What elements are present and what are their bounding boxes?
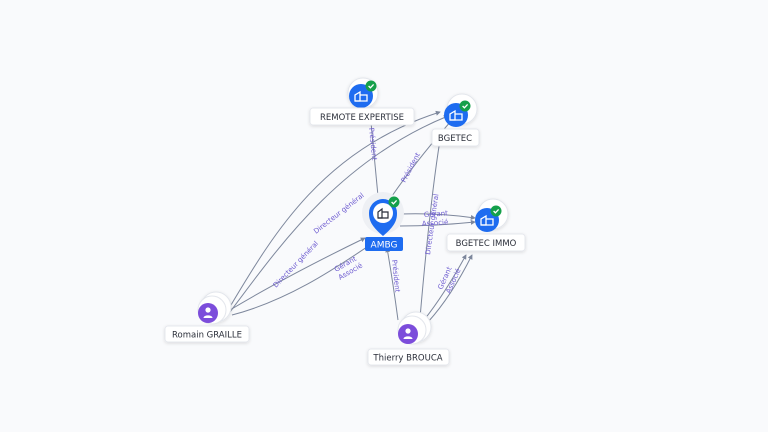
edge-romain-remote[interactable] bbox=[227, 110, 441, 311]
edge-label-president-bgetec: Président bbox=[400, 151, 423, 184]
edge-label-associe-immo: Associé bbox=[422, 218, 449, 228]
edge-thierry-ambg[interactable] bbox=[385, 247, 399, 321]
node-label-ambg: AMBG bbox=[371, 241, 398, 251]
node-label-remote: REMOTE EXPERTISE bbox=[320, 113, 404, 123]
node-bgetec-immo[interactable]: BGETEC IMMO bbox=[446, 198, 526, 252]
building-icon bbox=[449, 109, 463, 121]
edge-ambg-bgetec[interactable] bbox=[391, 119, 453, 197]
edge-ambg-immo-a[interactable] bbox=[399, 213, 476, 220]
person-node-circle bbox=[198, 303, 218, 323]
edges bbox=[227, 110, 476, 323]
node-thierry-brouca[interactable]: Thierry BROUCA bbox=[367, 311, 450, 366]
edge-label-dg-romain-remote: Directeur général bbox=[312, 191, 365, 235]
edge-thierry-immo-a[interactable] bbox=[423, 254, 467, 321]
node-label-bgetec: BGETEC bbox=[438, 134, 472, 144]
edge-ambg-remote[interactable] bbox=[367, 111, 379, 197]
node-label-thierry: Thierry BROUCA bbox=[372, 354, 442, 364]
company-node-circle bbox=[349, 84, 373, 108]
verified-badge-icon bbox=[459, 100, 471, 112]
edge-label-president-thierry: Président bbox=[390, 259, 401, 293]
person-icon bbox=[403, 328, 413, 339]
person-icon bbox=[203, 307, 213, 318]
edge-romain-ambg-a[interactable] bbox=[229, 237, 366, 311]
edge-romain-bgetec[interactable] bbox=[229, 115, 449, 313]
verified-badge-icon bbox=[365, 80, 377, 92]
node-romain-graille[interactable]: Romain GRAILLE bbox=[164, 291, 250, 343]
node-remote-expertise[interactable]: REMOTE EXPERTISE bbox=[309, 77, 415, 126]
node-ambg[interactable]: AMBG bbox=[362, 192, 404, 251]
node-label-romain: Romain GRAILLE bbox=[172, 331, 242, 341]
edge-label-president-remote: Président bbox=[367, 127, 378, 161]
node-label-bgetec-immo: BGETEC IMMO bbox=[456, 239, 517, 249]
building-icon bbox=[480, 214, 494, 226]
edge-ambg-immo-b[interactable] bbox=[399, 219, 476, 227]
edge-thierry-immo-b[interactable] bbox=[427, 254, 473, 323]
building-icon bbox=[377, 207, 389, 219]
node-bgetec[interactable]: BGETEC bbox=[431, 93, 480, 147]
edge-romain-ambg-b[interactable] bbox=[231, 244, 371, 316]
person-node-circle bbox=[398, 324, 418, 344]
edge-thierry-bgetec[interactable] bbox=[419, 139, 442, 319]
verified-badge-icon bbox=[388, 196, 400, 208]
verified-badge-icon bbox=[490, 205, 502, 217]
building-icon bbox=[354, 90, 368, 102]
edge-label-gerant-immo: Gérant bbox=[424, 209, 449, 219]
